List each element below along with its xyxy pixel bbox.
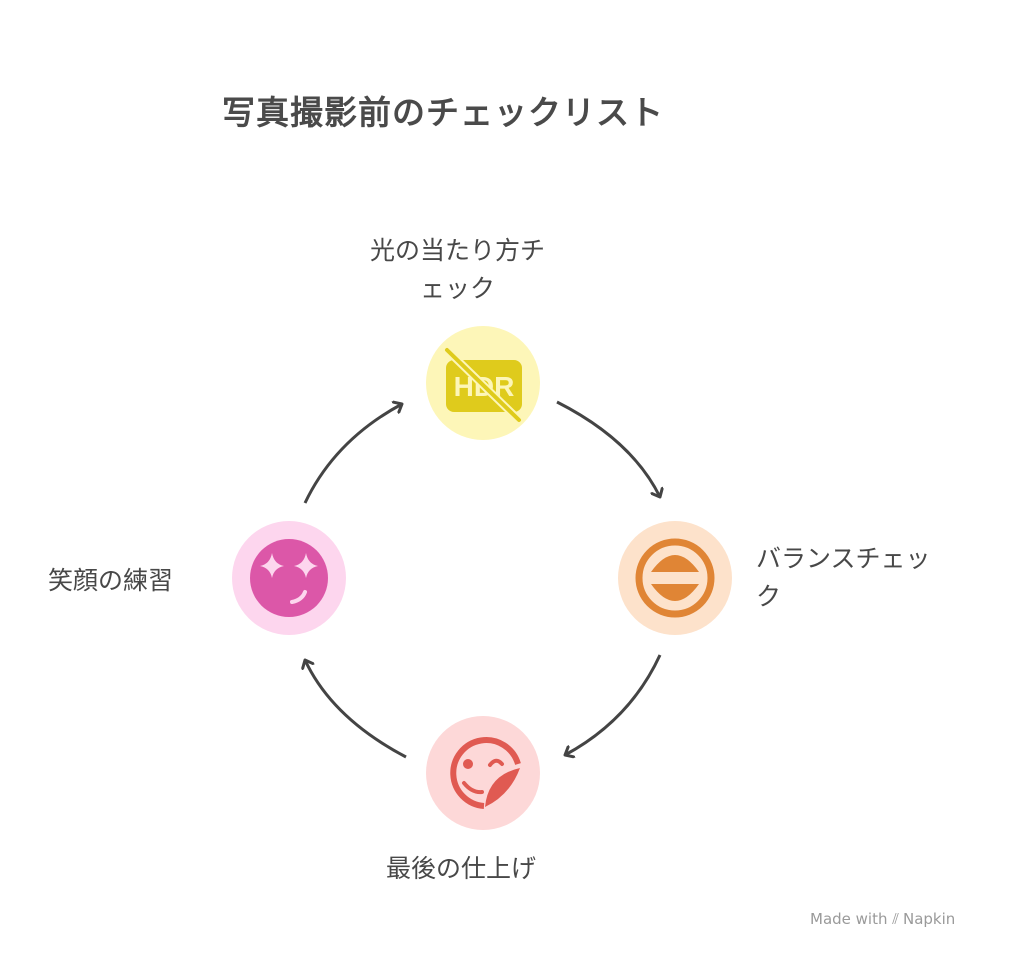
napkin-logo-icon: ⫽: [892, 910, 899, 928]
step-label-line: バランスチェッ: [756, 544, 931, 573]
step-label-finishing: 最後の仕上げ: [386, 854, 537, 883]
hdr-off-icon: HDR: [426, 326, 540, 440]
arrow-top-to-right: [556, 400, 660, 497]
step-label-line: ェック: [420, 274, 496, 303]
step-label-balance: バランスチェッ ク: [756, 540, 931, 616]
page-title: 写真撮影前のチェックリスト: [222, 93, 664, 132]
watermark-brand: Napkin: [902, 910, 956, 928]
step-label-line: ク: [756, 582, 782, 611]
star-eyes-face-icon: [232, 521, 346, 635]
watermark: Made with ⫽Napkin: [810, 910, 955, 928]
watermark-prefix: Made with: [810, 910, 888, 928]
arrow-bottom-to-left: [305, 660, 407, 759]
arrow-right-to-bottom: [565, 654, 662, 755]
step-label-lighting: 光の当たり方チ ェック: [370, 232, 545, 308]
wink-sticker-icon: [426, 716, 540, 830]
step-label-smile: 笑顔の練習: [48, 566, 174, 595]
step-label-line: 光の当たり方チ: [370, 236, 546, 265]
balance-circle-icon: [618, 521, 732, 635]
arrow-left-to-top: [303, 404, 402, 504]
